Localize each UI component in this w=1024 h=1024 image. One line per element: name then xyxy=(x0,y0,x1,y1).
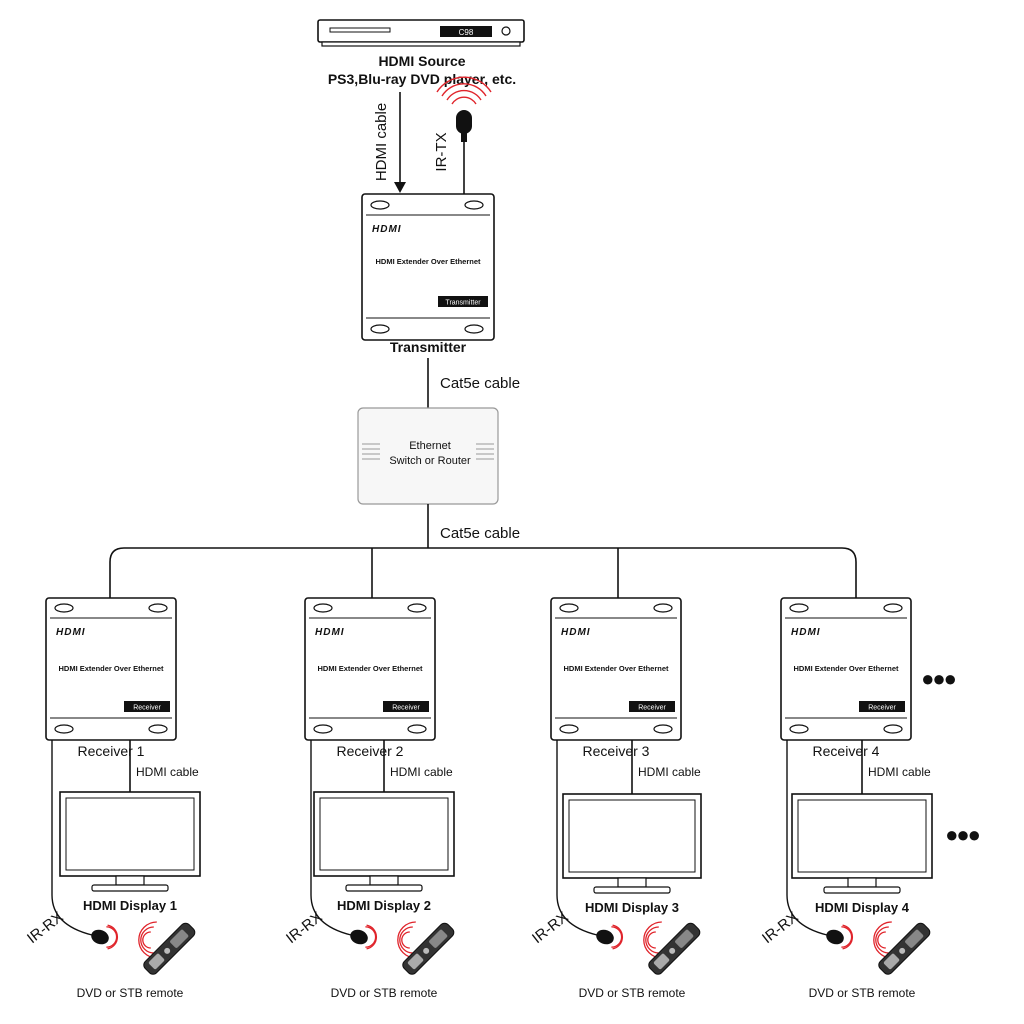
receiver-title: HDMI Extender Over Ethernet xyxy=(317,664,423,673)
transmitter-device: HDMI HDMI Extender Over Ethernet Transmi… xyxy=(361,193,495,341)
monitor-icon xyxy=(59,791,201,892)
monitor-icon xyxy=(313,791,455,892)
source-label-line2: PS3,Blu-ray DVD player, etc. xyxy=(328,71,516,87)
receiver-caption: Receiver 1 xyxy=(78,743,145,759)
cat5e-distribution-bus xyxy=(109,504,857,598)
cat5e-top-label: Cat5e cable xyxy=(440,375,520,392)
receiver-badge: Receiver xyxy=(638,705,666,712)
receiver-caption: Receiver 4 xyxy=(813,743,880,759)
more-receivers-indicator: ●●● xyxy=(921,666,956,691)
receiver-hdmi-logo: HDMI xyxy=(315,627,345,638)
remote-control-icon xyxy=(402,922,455,975)
display-label: HDMI Display 3 xyxy=(585,900,679,915)
receiver-hdmi-cable-label: HDMI cable xyxy=(136,765,199,779)
receiver-hdmi-logo: HDMI xyxy=(56,627,86,638)
receiver-hdmi-cable-label: HDMI cable xyxy=(868,765,931,779)
receiver-title: HDMI Extender Over Ethernet xyxy=(793,664,899,673)
receiver-title: HDMI Extender Over Ethernet xyxy=(563,664,669,673)
transmitter-hdmi-logo: HDMI xyxy=(372,224,402,235)
display-label: HDMI Display 2 xyxy=(337,898,431,913)
receiver-hdmi-logo: HDMI xyxy=(561,627,591,638)
ethernet-switch: Ethernet Switch or Router xyxy=(357,407,499,505)
receiver-badge: Receiver xyxy=(868,705,896,712)
ir-rx-cable xyxy=(51,740,93,936)
receiver-hdmi-logo: HDMI xyxy=(791,627,821,638)
remote-control-icon xyxy=(648,922,701,975)
receiver-2: HDMI HDMI Extender Over EthernetReceiverR… xyxy=(283,597,455,1000)
ir-rx-label: IR-RX xyxy=(759,909,802,948)
ir-receiver-icon xyxy=(350,924,378,950)
remote-label: DVD or STB remote xyxy=(579,986,686,1000)
receiver-1: HDMI HDMI Extender Over EthernetReceiverR… xyxy=(24,597,201,1000)
source-label-line1: HDMI Source xyxy=(378,53,465,69)
source-display-text: C98 xyxy=(459,28,474,37)
receiver-caption: Receiver 2 xyxy=(337,743,404,759)
switch-line1: Ethernet xyxy=(409,440,451,452)
ir-rx-label: IR-RX xyxy=(24,909,67,948)
display-label: HDMI Display 4 xyxy=(815,900,910,915)
receiver-badge: Receiver xyxy=(392,705,420,712)
hdmi-cable-label: HDMI cable xyxy=(373,103,390,181)
monitor-icon xyxy=(562,793,702,894)
transmitter-badge: Transmitter xyxy=(445,300,481,307)
transmitter-caption: Transmitter xyxy=(390,339,467,355)
remote-control-icon xyxy=(143,922,196,975)
receiver-hdmi-cable-label: HDMI cable xyxy=(390,765,453,779)
monitor-icon xyxy=(791,793,933,894)
transmitter-title: HDMI Extender Over Ethernet xyxy=(375,257,481,266)
receiver-caption: Receiver 3 xyxy=(583,743,650,759)
more-displays-indicator: ●●● xyxy=(945,822,980,847)
receiver-title: HDMI Extender Over Ethernet xyxy=(58,664,164,673)
ir-receiver-icon xyxy=(91,924,119,950)
ir-rx-cable xyxy=(310,740,352,936)
switch-line2: Switch or Router xyxy=(389,455,471,467)
ir-emitter-icon xyxy=(436,76,492,194)
remote-label: DVD or STB remote xyxy=(809,986,916,1000)
remote-label: DVD or STB remote xyxy=(331,986,438,1000)
receiver-3: HDMI HDMI Extender Over EthernetReceiverR… xyxy=(529,597,702,1000)
hdmi-input-cable xyxy=(394,92,406,193)
remote-label: DVD or STB remote xyxy=(77,986,184,1000)
ir-rx-cable xyxy=(786,740,828,936)
receiver-hdmi-cable-label: HDMI cable xyxy=(638,765,701,779)
ir-tx-label: IR-TX xyxy=(433,132,450,171)
dvd-player-icon: C98 xyxy=(317,19,525,47)
ir-receiver-icon xyxy=(826,924,854,950)
cat5e-bottom-label: Cat5e cable xyxy=(440,525,520,542)
remote-control-icon xyxy=(878,922,931,975)
receiver-4: HDMI HDMI Extender Over EthernetReceiverR… xyxy=(759,597,933,1000)
display-label: HDMI Display 1 xyxy=(83,898,177,913)
ir-rx-cable xyxy=(556,740,598,936)
ir-rx-label: IR-RX xyxy=(529,909,572,948)
receiver-badge: Receiver xyxy=(133,705,161,712)
ir-receiver-icon xyxy=(596,924,624,950)
ir-rx-label: IR-RX xyxy=(283,909,326,948)
